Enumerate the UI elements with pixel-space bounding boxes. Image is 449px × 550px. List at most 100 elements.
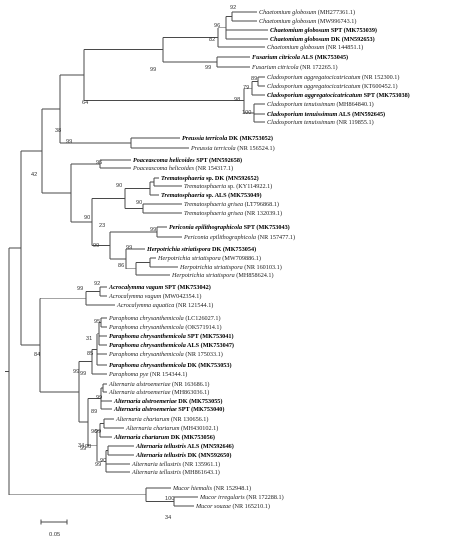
taxon-accession: (NR 154344.1) [148,371,187,378]
taxon-accession: (NR 175033.1) [184,351,223,358]
taxon-label: Mucor souzae (NR 165210.1) [195,503,270,510]
bootstrap-value: 99 [80,371,86,377]
taxon-label: Cladosporium tenuissimum (NR 119855.1) [267,119,374,126]
taxon-label: Fusarium citricola ALS (MK753045) [252,54,348,61]
taxon-species: Herpotrichia striatispora [179,264,243,271]
bootstrap-value: 92 [230,5,236,11]
taxon-accession: (NR 160103.1) [243,264,282,271]
taxon-species: Alternaria alstroemeriae [113,398,177,405]
taxon-species: Cladosporium aggregatocicatricatum [267,74,361,81]
bootstrap-value: 99 [93,243,99,249]
taxon-accession: (LT796868.1) [243,201,279,208]
taxon-labels: Chaetomium globosum (MH277361.1)Chaetomi… [108,9,410,510]
taxon-accession: (NR 121544.1) [174,302,213,309]
taxon-label: Poaceascoma helicoides (NR 154317.1) [132,165,233,172]
taxon-species: Trematosphaeria grisea [184,201,243,208]
taxon-accession: (NR 119855.1) [335,119,374,126]
bootstrap-value: 96 [96,160,102,166]
bootstrap-value: 92 [94,281,100,287]
taxon-accession: (MH864840.1) [335,101,374,108]
bootstrap-value: 100 [242,110,251,116]
bootstrap-value: 96 [91,429,97,435]
taxon-accession: DK (MK753054) [210,246,256,253]
taxon-label: Alternaria alstroemeriae (NR 163686.1) [108,381,209,388]
taxon-accession: DK (MN592653) [329,36,374,43]
taxon-label: Alternaria tellustris DK (MN592650) [135,452,231,459]
taxon-species: Alternaria chartarum [125,425,180,432]
taxon-accession: SPT (MK753043) [242,224,290,231]
bootstrap-value: 82 [209,37,215,43]
taxon-species: Alternaria chartarum [115,416,170,423]
taxon-accession: (KT600452.1) [360,83,397,90]
taxon-accession: (NR 172265.1) [299,64,338,71]
taxon-accession: (MH861643.1) [181,469,220,476]
taxon-accession: (NR 154317.1) [194,165,233,172]
taxon-label: Cladosporium tenuissimum (MH864840.1) [267,101,374,108]
taxon-species: Paraphoma chrysanthemicola [109,333,186,340]
taxon-accession: (MH858624.1) [235,272,274,279]
bootstrap-value: 85 [87,351,93,357]
bootstrap-value: 99 [80,446,86,452]
taxon-species: Trematosphaeria [161,175,204,182]
bootstrap-values: 9296829999897998100643896994290909999869… [31,5,257,521]
taxon-accession: ALS (MK753047) [186,342,234,349]
taxon-accession: SPT (MK753038) [362,92,410,99]
taxon-species: Cladosporium tenuissimum [267,119,335,126]
bootstrap-value: 99 [205,65,211,71]
taxon-species: Mucor hiemalis [172,485,213,492]
bootstrap-value: 79 [243,85,249,91]
taxon-accession: SPT (MK753039) [329,27,377,34]
bootstrap-value: 99 [95,462,101,468]
taxon-label: Alternaria alstroemeriae (MH863036.1) [108,389,209,396]
bootstrap-value: 99 [77,286,83,292]
taxon-species: Preussia terricola [190,145,236,152]
taxon-accession: (MH863036.1) [170,389,209,396]
taxon-species: Cladosporium aggregatocicatricatum [267,92,362,99]
taxon-accession: (MW996743.1) [316,18,356,25]
taxon-label: Periconia epilithographicola SPT (MK7530… [169,224,290,231]
bootstrap-value: 99 [126,245,132,251]
scale-bar-label: 0.05 [49,532,60,538]
bootstrap-value: 38 [55,128,61,134]
bootstrap-value: 84 [34,352,40,358]
bootstrap-value: 99 [150,227,156,233]
taxon-species: Fusarium citricola [251,64,299,71]
bootstrap-value: 100 [165,496,174,502]
taxon-label: Trematosphaeria grisea (LT796868.1) [184,201,279,208]
taxon-species: Paraphoma chrysanthemicola [109,342,186,349]
taxon-species: Paraphoma chrysanthemicola [109,362,186,369]
taxon-species: Alternaria alstroemeriae [113,406,177,413]
taxon-species: Alternaria chartarum [113,434,169,441]
taxon-species: Cladosporium aggregatocicatricatum [267,83,361,90]
taxon-label: Trematosphaeria sp. DK (MN592652) [161,175,259,182]
taxon-label: Acrocalymma aquatica (NR 121544.1) [116,302,213,309]
taxon-accession: (LC126027.1) [184,315,221,322]
taxon-accession: (NR 152300.1) [360,74,399,81]
taxon-label: Paraphoma chrysanthemicola DK (MK753053) [109,362,232,369]
taxon-label: Paraphoma chrysanthemicola ALS (MK753047… [109,342,234,349]
taxon-accession: (MW709886.1) [221,255,261,262]
taxon-accession: SPT (MK753040) [177,406,225,413]
taxon-label: Fusarium citricola (NR 172265.1) [251,64,338,71]
taxon-accession: SPT (MK753041) [186,333,234,340]
taxon-label: Chaetomium globosum SPT (MK753039) [270,27,377,34]
bootstrap-value: 90 [84,215,90,221]
taxon-label: Acrocalymma vagum SPT (MK753042) [108,284,211,291]
bootstrap-value: 89 [91,409,97,415]
bootstrap-value: 86 [118,263,124,269]
taxon-species: Paraphoma chrysanthemicola [108,315,184,322]
scale-bar: 0.05 [40,519,68,538]
bootstrap-value: 90 [100,458,106,464]
taxon-accession: DK (MK753055) [177,398,223,405]
taxon-species: Alternaria tellustris [131,461,182,468]
bootstrap-value: 99 [66,139,72,145]
taxon-label: Chaetomium globosum (MW996743.1) [259,18,356,25]
taxon-species: Paraphoma chrysanthemicola [108,324,184,331]
bootstrap-value: 99 [95,429,101,435]
taxon-label: Mucor irregularis (NR 172288.1) [199,494,284,501]
taxon-species: Chaetomium globosum [270,27,329,34]
taxon-label: Cladosporium aggregatocicatricatum SPT (… [267,92,410,99]
taxon-accession: SPT (MK753042) [163,284,211,291]
taxon-species: Alternaria tellustris [135,443,187,450]
